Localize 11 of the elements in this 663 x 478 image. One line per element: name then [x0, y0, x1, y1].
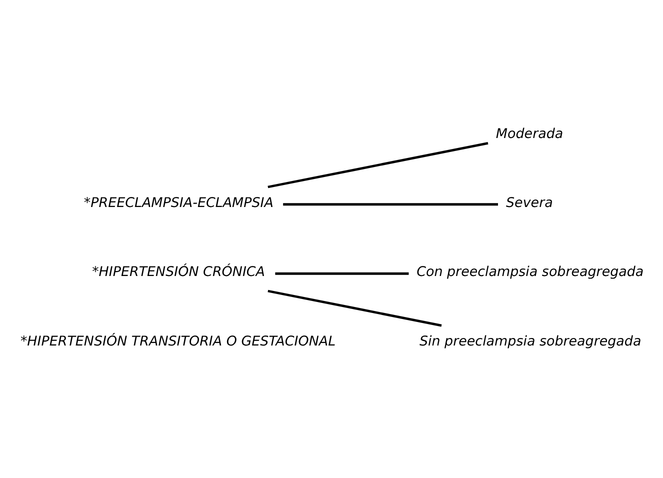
node-text: Moderada [496, 126, 564, 142]
node-text: *HIPERTENSIÓN CRÓNICA [92, 265, 266, 280]
node-text: Sin preeclampsia sobreagregada [419, 334, 642, 350]
connector [275, 272, 409, 275]
node-text: Con preeclampsia sobreagregada [416, 265, 644, 280]
node-text: *PREECLAMPSIA-ECLAMPSIA [84, 196, 274, 211]
label: *HIPERTENSIÓN TRANSITORIA O GESTACIONAL [20, 334, 336, 350]
connector [268, 290, 442, 327]
connector [268, 142, 488, 188]
connector [283, 203, 498, 206]
node-text: Severa [506, 196, 553, 211]
